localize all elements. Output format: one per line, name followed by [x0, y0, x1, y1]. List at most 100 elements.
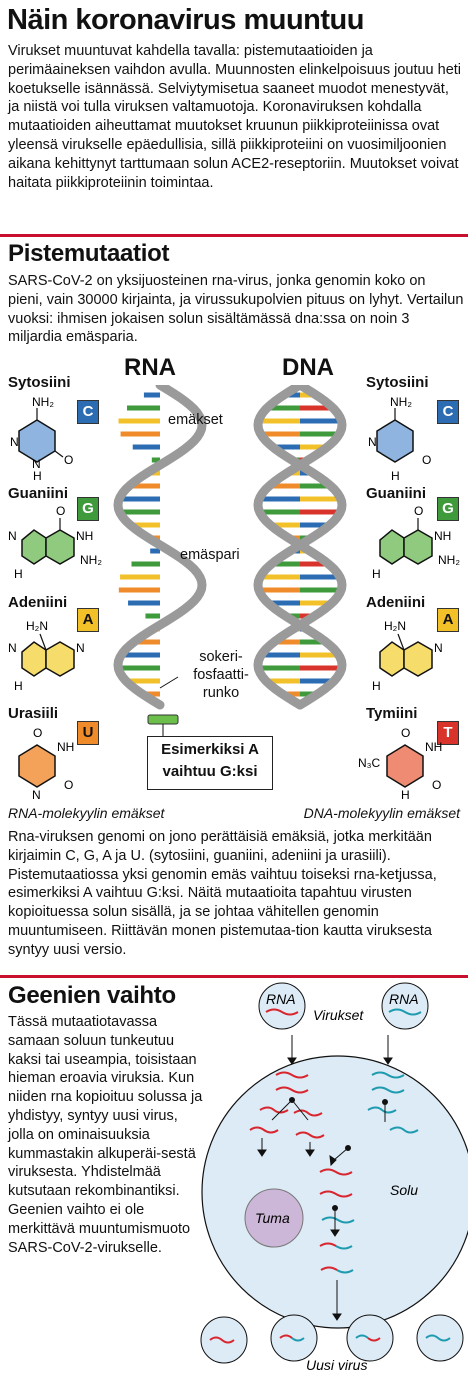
chem-label-nh: NH — [434, 529, 451, 543]
dna-thymine-molecule: N₃C NH O O H — [358, 726, 442, 800]
dna-base-name-t: Tymiini — [366, 705, 418, 722]
chem-label-o: O — [33, 726, 42, 740]
chem-label-h: H — [33, 469, 42, 483]
rna-label-2: RNA — [389, 991, 419, 1007]
cell-label: Solu — [390, 1182, 418, 1198]
chem-label-h2n: H₂N — [384, 619, 406, 633]
dna-helix — [253, 385, 347, 710]
dna-letter-c: C — [437, 400, 459, 424]
recombination-diagram: Tuma RNA RNA Virukset Solu — [200, 982, 468, 1373]
rna-base-name-g: Guaniini — [8, 485, 68, 502]
rna-letter-a: A — [77, 608, 99, 632]
section-heading-geenien-vaihto: Geenien vaihto — [8, 982, 176, 1009]
label-emaspari: emäspari — [180, 547, 240, 563]
rna-label-1: RNA — [266, 991, 296, 1007]
dna-cytosine-molecule: NH₂ N H O — [368, 395, 431, 483]
dna-title: DNA — [282, 354, 334, 381]
example-callout: Esimerkiksi A vaihtuu G:ksi — [147, 736, 273, 790]
chem-label-n: N — [8, 641, 17, 655]
dna-letter-g: G — [437, 497, 459, 521]
divider — [0, 234, 468, 237]
chem-label-o: O — [64, 453, 73, 467]
label-runko-line3: runko — [202, 685, 240, 701]
chem-label-nh2: NH₂ — [390, 395, 412, 409]
rna-letter-u: U — [77, 721, 99, 745]
rna-guanine-molecule: O NH NH₂ N H — [8, 504, 102, 581]
chem-label-h: H — [391, 469, 400, 483]
chem-label-h: H — [401, 788, 410, 800]
virus-teal — [381, 982, 429, 1030]
new-virus-4 — [416, 1314, 464, 1362]
helix-diagram — [113, 385, 347, 710]
chem-label-nh: NH — [57, 740, 74, 754]
rna-title: RNA — [124, 354, 176, 381]
chem-label-nh2: NH₂ — [438, 553, 460, 567]
chem-label-o: O — [401, 726, 410, 740]
example-mutated-base — [147, 714, 179, 737]
chem-label-o: O — [56, 504, 65, 518]
rna-base-name-u: Urasiili — [8, 705, 59, 722]
page-title: Näin koronavirus muuntuu — [7, 4, 364, 36]
rna-uracil-molecule: NH O O N — [18, 726, 74, 800]
rna-cytosine-molecule: NH₂ N N H O — [10, 395, 73, 483]
chem-label-n: N — [8, 529, 17, 543]
chem-label-h: H — [372, 679, 381, 693]
dna-letter-a: A — [437, 608, 459, 632]
rna-caption: RNA-molekyylin emäkset — [8, 805, 165, 821]
dna-adenine-molecule: H₂N N H — [372, 619, 443, 693]
rna-base-name-a: Adeniini — [8, 594, 68, 611]
chem-label-o: O — [414, 504, 423, 518]
new-virus-3 — [346, 1314, 394, 1362]
example-line1: Esimerkiksi A — [161, 741, 259, 758]
label-runko-line1: sokeri- — [199, 649, 243, 665]
rna-letter-g: G — [77, 497, 99, 521]
chem-label-n: N — [434, 641, 443, 655]
chem-label-n: N — [32, 457, 41, 471]
rna-helix — [113, 385, 207, 710]
chem-label-n: N — [32, 788, 41, 800]
divider — [0, 975, 468, 978]
label-runko-line2: fosfaatti- — [193, 667, 249, 683]
chem-label-o: O — [432, 778, 441, 792]
dna-letter-t: T — [437, 721, 459, 745]
dna-base-name-c: Sytosiini — [366, 374, 429, 391]
chem-label-nh2: NH₂ — [32, 395, 54, 409]
rna-letter-c: C — [77, 400, 99, 424]
chem-label-nh: NH — [76, 529, 93, 543]
section-heading-pistemutaatiot: Pistemutaatiot — [8, 240, 170, 267]
chem-label-n: N — [76, 641, 85, 655]
chem-label-nh: NH — [425, 740, 442, 754]
sugar-phosphate-backbone — [113, 385, 207, 710]
chem-label-h: H — [14, 567, 23, 581]
cell-membrane — [201, 1055, 468, 1329]
runko-leader-line — [159, 676, 179, 689]
section1-text: SARS-CoV-2 on yksijuosteinen rna-virus, … — [8, 273, 464, 346]
chem-label-o: O — [422, 453, 431, 467]
chem-label-n3c: N₃C — [358, 756, 381, 770]
section2-text: Tässä mutaatiotavassa samaan soluun tunk… — [8, 1014, 203, 1256]
intro-text: Virukset muuntuvat kahdella tavalla: pis… — [8, 43, 462, 191]
new-virus-label: Uusi virus — [306, 1357, 367, 1373]
nucleus — [244, 1188, 304, 1248]
example-line2: vaihtuu G:ksi — [162, 763, 258, 780]
dna-base-name-g: Guaniini — [366, 485, 426, 502]
sugar-phosphate-backbone — [253, 385, 347, 710]
dna-caption: DNA-molekyylin emäkset — [303, 805, 460, 821]
virus-red — [258, 982, 306, 1030]
chem-label-h2n: H₂N — [26, 619, 48, 633]
section1-text2: Rna-viruksen genomi on jono perättäisiä … — [8, 829, 437, 958]
label-runko: sokeri- fosfaatti- runko — [186, 648, 256, 702]
dna-base-name-a: Adeniini — [366, 594, 426, 611]
viruses-label: Virukset — [313, 1007, 364, 1023]
new-virus-2 — [270, 1314, 318, 1362]
label-emakset: emäkset — [168, 412, 223, 428]
new-virus-1 — [200, 1316, 248, 1364]
rna-base-name-c: Sytosiini — [8, 374, 71, 391]
chem-label-nh2: NH₂ — [80, 553, 102, 567]
chem-label-n: N — [10, 435, 19, 449]
rna-adenine-molecule: H₂N N N H — [8, 619, 85, 693]
chem-label-o: O — [64, 778, 73, 792]
chem-label-h: H — [372, 567, 381, 581]
chem-label-n: N — [368, 435, 377, 449]
chem-label-h: H — [14, 679, 23, 693]
